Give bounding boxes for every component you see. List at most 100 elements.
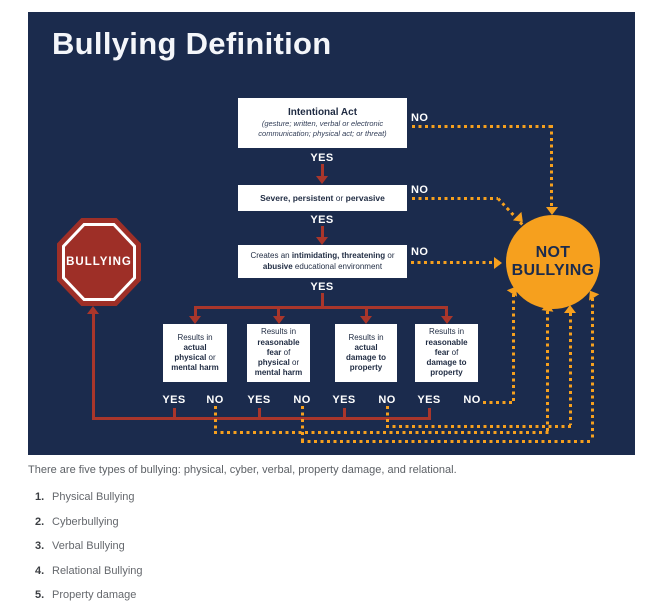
red-arrowhead-box1 [189,316,201,324]
flow-box-severe-text-bold1: Severe, persistent [260,192,334,203]
no-label-result-1: NO [206,394,224,406]
dotted-collector-c [386,425,571,428]
bullying-stop-sign: BULLYING [57,218,141,306]
list-item-label: Cyberbullying [52,515,119,528]
flow-box-severe-text-normal: or [333,192,346,203]
diagram-panel: Bullying Definition Intentional Act (ges… [28,12,635,455]
dotted-collector-a [214,431,549,434]
list-item: 2. Cyberbullying [35,515,143,529]
no-label-result-3: NO [378,394,396,406]
red-yes-stub-1 [172,408,176,417]
not-bullying-line2: BULLYING [511,262,595,279]
result-box-4-intro: Results in [428,327,465,337]
list-item: 3. Verbal Bullying [35,539,143,553]
no-label-result-4: NO [463,394,481,406]
dotted-upline-2 [568,313,572,425]
list-item-label: Property damage [52,589,137,601]
not-bullying-line1: NOT [535,244,571,262]
red-yes-stub-4 [427,408,431,417]
yes-label-result-1: YES [162,394,186,406]
red-yes-collector-horizontal [91,417,431,420]
list-item-number: 2. [35,515,45,528]
yes-label-result-2: YES [247,394,271,406]
result-box-fear-damage: Results in reasonable fear of damage to … [415,324,478,382]
red-arrowhead-down-2 [316,237,328,245]
dotted-no4-horizontal [483,401,514,404]
dotted-upline-3 [590,298,594,440]
stop-sign-inner: BULLYING [65,226,133,298]
yes-label-result-4: YES [417,394,441,406]
red-arrowhead-box2 [272,316,285,324]
red-arrowhead-box4 [440,316,453,324]
red-branch-stub-2 [277,306,280,316]
no-label-2: NO [411,184,429,196]
flow-box-intentional-act-title: Intentional Act [287,107,358,119]
red-yes-stub-2 [257,408,261,417]
bullying-types-list: 1. Physical Bullying 2. Cyberbullying 3.… [35,490,143,613]
orange-arrowhead-circle-bottom-3 [564,305,576,313]
red-branch-stub-1 [193,306,197,316]
dotted-connector-no2-horizontal [412,197,498,200]
dotted-connector-no1-vertical [550,125,553,207]
flow-box-severe-text-bold2: pervasive [345,192,385,203]
red-branch-stub-3 [364,306,368,316]
yes-label-3: YES [310,281,334,293]
no-label-1: NO [411,112,429,124]
yes-label-result-3: YES [332,394,356,406]
result-box-physical-harm: Results in actual physical or mental har… [163,324,227,382]
red-yes-stub-3 [342,408,346,417]
result-box-property-damage: Results in actual damage to property [335,324,397,382]
orange-arrowhead-circle-top [545,207,558,215]
flow-box-environment-bold1: intimidating, threatening [291,251,386,261]
footer-intro-text: There are five types of bullying: physic… [28,464,457,476]
red-branch-horizontal [194,306,448,309]
red-arrowhead-down-1 [316,176,328,184]
stop-sign-white-ring: BULLYING [62,223,136,301]
dotted-no-stub-3 [385,406,389,425]
list-item-number: 3. [35,540,45,552]
list-item: 4. Relational Bullying [35,564,143,578]
yes-label-1: YES [310,152,334,164]
red-connector-yes3 [320,293,324,307]
list-item-number: 5. [35,589,45,601]
no-label-result-2: NO [293,394,311,406]
list-item: 1. Physical Bullying [35,490,143,504]
yes-label-2: YES [310,214,334,226]
dotted-connector-no3-horizontal [411,261,494,264]
dotted-no4-vertical [512,294,515,401]
not-bullying-circle: NOT BULLYING [506,215,600,309]
list-item-number: 1. [35,491,45,503]
orange-arrowhead-circle-left [494,256,502,269]
flow-box-severe: Severe, persistent or pervasive [238,185,407,211]
red-branch-stub-4 [445,306,448,316]
dotted-no-stub-2 [300,406,304,440]
diagram-title: Bullying Definition [52,26,332,61]
result-box-2-intro: Results in [260,327,297,337]
flow-box-environment-text1: Creates an [250,251,292,261]
red-connector-yes1 [320,164,324,176]
red-arrowhead-bullying-sign [87,306,99,314]
bullying-sign-label: BULLYING [66,256,132,268]
list-item: 5. Property damage [35,588,143,602]
flow-box-intentional-act-subtitle: (gesture; written, verbal or electronic … [258,119,387,138]
red-collector-vertical [91,314,95,420]
dotted-collector-b [301,440,593,443]
result-box-1-intro: Results in [177,332,213,342]
list-item-label: Physical Bullying [52,491,135,503]
flow-box-environment: Creates an intimidating, threatening or … [238,245,407,278]
red-arrowhead-box3 [360,316,372,324]
flow-box-environment-bold2: abusive [262,261,293,271]
list-item-number: 4. [35,564,45,577]
result-box-fear-harm: Results in reasonable fear of physical o… [247,324,310,382]
list-item-label: Relational Bullying [52,564,143,577]
list-item-label: Verbal Bullying [52,540,125,552]
dotted-connector-no1-horizontal [412,125,553,128]
dotted-upline-1 [546,311,549,431]
no-label-3: NO [411,246,429,258]
flow-box-environment-text3: educational environment [292,261,383,271]
red-connector-yes2 [320,226,324,237]
result-box-3-intro: Results in [348,332,384,342]
flow-box-intentional-act: Intentional Act (gesture; written, verba… [238,98,407,148]
dotted-no-stub-1 [213,406,217,431]
flow-box-environment-text2: or [385,251,395,261]
